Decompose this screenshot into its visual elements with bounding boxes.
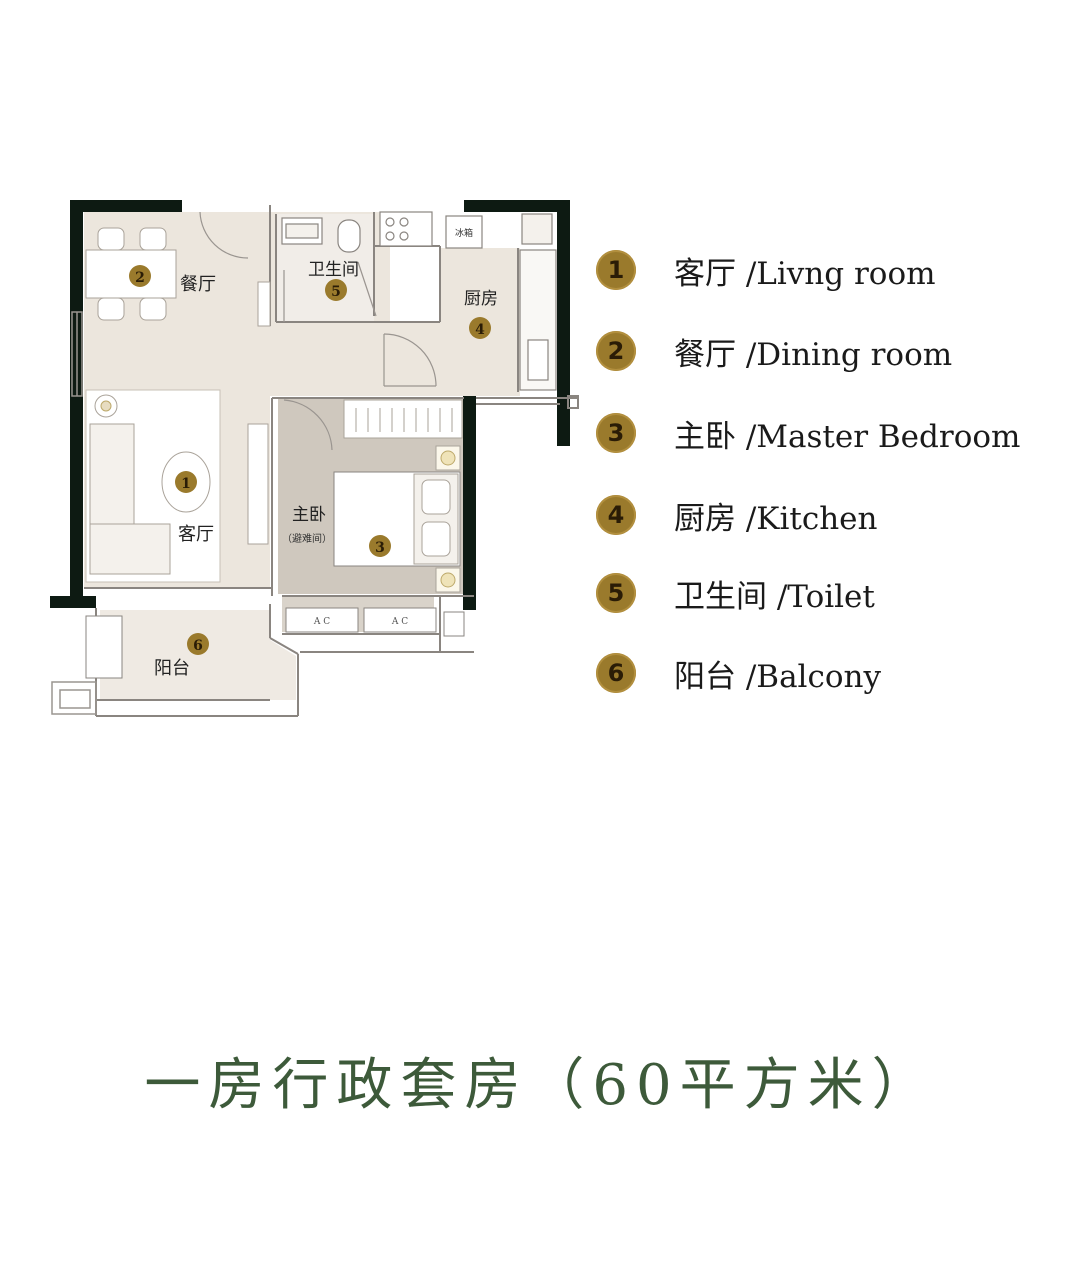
legend-label: 客厅 /Livng room xyxy=(674,255,936,292)
room-name-dining: 餐厅 xyxy=(180,274,216,295)
legend-item-dining-room: 2 餐厅 /Dining room xyxy=(596,329,952,373)
page-title: 一房行政套房（60平方米） xyxy=(144,1053,936,1118)
room-number-4: 4 xyxy=(475,322,485,338)
room-name-living: 客厅 xyxy=(178,524,214,545)
living-room-furniture xyxy=(85,281,271,583)
walls xyxy=(50,200,570,610)
room-label-toilet: 卫生间 5 xyxy=(308,260,359,301)
legend-number-badge: 1 xyxy=(596,250,636,290)
legend-label: 阳台 /Balcony xyxy=(674,658,881,695)
ac-label-1: A C xyxy=(313,617,330,627)
legend-number-badge: 6 xyxy=(596,653,636,693)
legend-number-badge: 4 xyxy=(596,495,636,535)
room-sublabel-refuge: （避难间） xyxy=(282,532,332,545)
room-label-balcony: 6 阳台 xyxy=(154,633,209,679)
room-name-balcony: 阳台 xyxy=(154,658,190,679)
washing-machine xyxy=(85,611,465,679)
wardrobe xyxy=(343,399,463,439)
legend-item-balcony: 6 阳台 /Balcony xyxy=(596,651,881,695)
legend-label: 主卧 /Master Bedroom xyxy=(674,418,1021,455)
ac-units: A C A C xyxy=(285,607,437,633)
room-number-5: 5 xyxy=(331,284,341,300)
room-name-toilet: 卫生间 xyxy=(308,260,359,280)
legend-item-kitchen: 4 厨房 /Kitchen xyxy=(596,493,877,537)
room-label-kitchen: 厨房 4 xyxy=(464,289,498,339)
legend-item-master-bedroom: 3 主卧 /Master Bedroom xyxy=(596,411,1020,455)
room-label-living: 1 客厅 xyxy=(175,471,214,545)
bed xyxy=(333,445,461,593)
room-name-master-bedroom: 主卧 xyxy=(292,505,326,525)
room-number-6: 6 xyxy=(193,638,203,654)
legend-item-living-room: 1 客厅 /Livng room xyxy=(596,248,936,292)
legend-label: 餐厅 /Dining room xyxy=(674,336,953,373)
room-name-kitchen: 厨房 xyxy=(464,289,498,309)
legend-label: 卫生间 /Toilet xyxy=(674,578,875,615)
floor-plan: 冰箱 A C A C xyxy=(50,200,579,717)
ac-label-2: A C xyxy=(391,617,408,627)
room-number-1: 1 xyxy=(181,476,191,492)
legend-label: 厨房 /Kitchen xyxy=(674,500,878,537)
legend-number-badge: 3 xyxy=(596,413,636,453)
legend-item-toilet: 5 卫生间 /Toilet xyxy=(596,571,875,615)
kitchen-fixtures: 冰箱 xyxy=(379,211,557,391)
room-label-master-bedroom: 主卧 （避难间） 3 xyxy=(282,505,391,557)
room-number-2: 2 xyxy=(135,270,145,286)
bathroom-fixtures xyxy=(281,217,361,253)
legend-number-badge: 5 xyxy=(596,573,636,613)
room-label-dining: 2 餐厅 xyxy=(129,265,216,295)
room-number-3: 3 xyxy=(375,540,385,556)
fridge-label: 冰箱 xyxy=(455,227,473,239)
legend-number-badge: 2 xyxy=(596,331,636,371)
